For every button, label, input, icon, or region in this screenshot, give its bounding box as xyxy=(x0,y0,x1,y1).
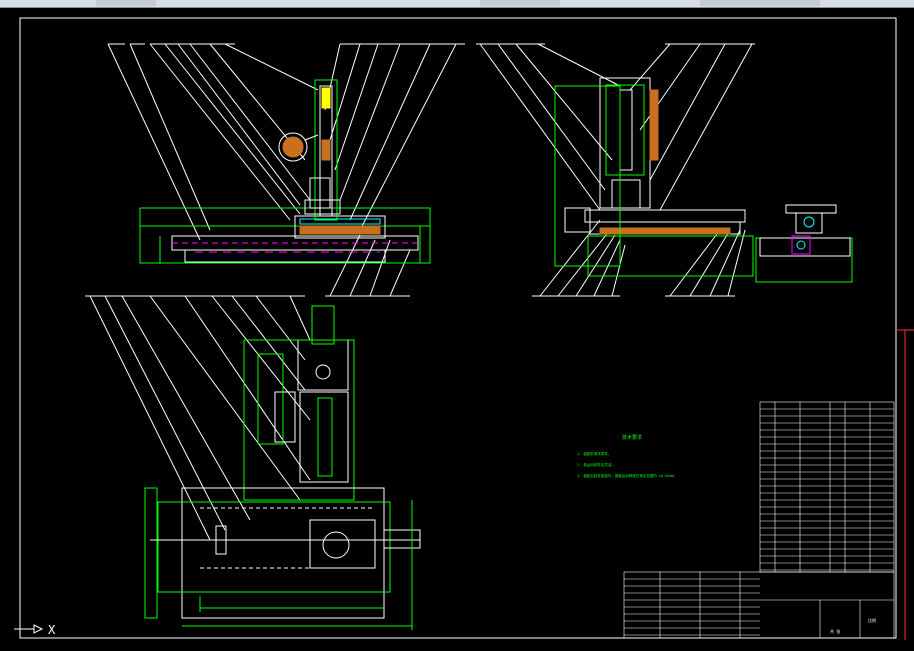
ucs-icon: X xyxy=(14,623,56,637)
title-block: 比例 共 张 xyxy=(623,571,895,639)
front-view xyxy=(107,43,465,297)
toolbar-tab[interactable] xyxy=(480,0,560,6)
sheet-label: 共 张 xyxy=(830,628,840,634)
tech-requirements: 技术要求 1. 装配前清洗零件。 2. 各运动部件应灵活。 3. 装配后检查各部… xyxy=(577,434,677,478)
toolbar-tab[interactable] xyxy=(700,0,820,6)
side-view xyxy=(476,43,853,297)
sheet-border xyxy=(19,17,897,639)
parts-list-table xyxy=(759,401,895,573)
tech-req-title: 技术要求 xyxy=(622,434,642,441)
scale-label: 比例 xyxy=(868,617,876,623)
tech-req-line: 1. 装配前清洗零件。 xyxy=(577,451,611,456)
tech-req-line: 2. 各运动部件应灵活。 xyxy=(577,462,615,467)
top-view xyxy=(85,295,421,630)
ucs-x-label: X xyxy=(48,623,56,637)
cad-toolbar-strip xyxy=(0,0,914,8)
tech-req-line: 3. 装配后检查各部件，确保运动精度在规定范围内 ±0.02mm。 xyxy=(577,473,677,478)
toolbar-tab[interactable] xyxy=(96,0,156,6)
